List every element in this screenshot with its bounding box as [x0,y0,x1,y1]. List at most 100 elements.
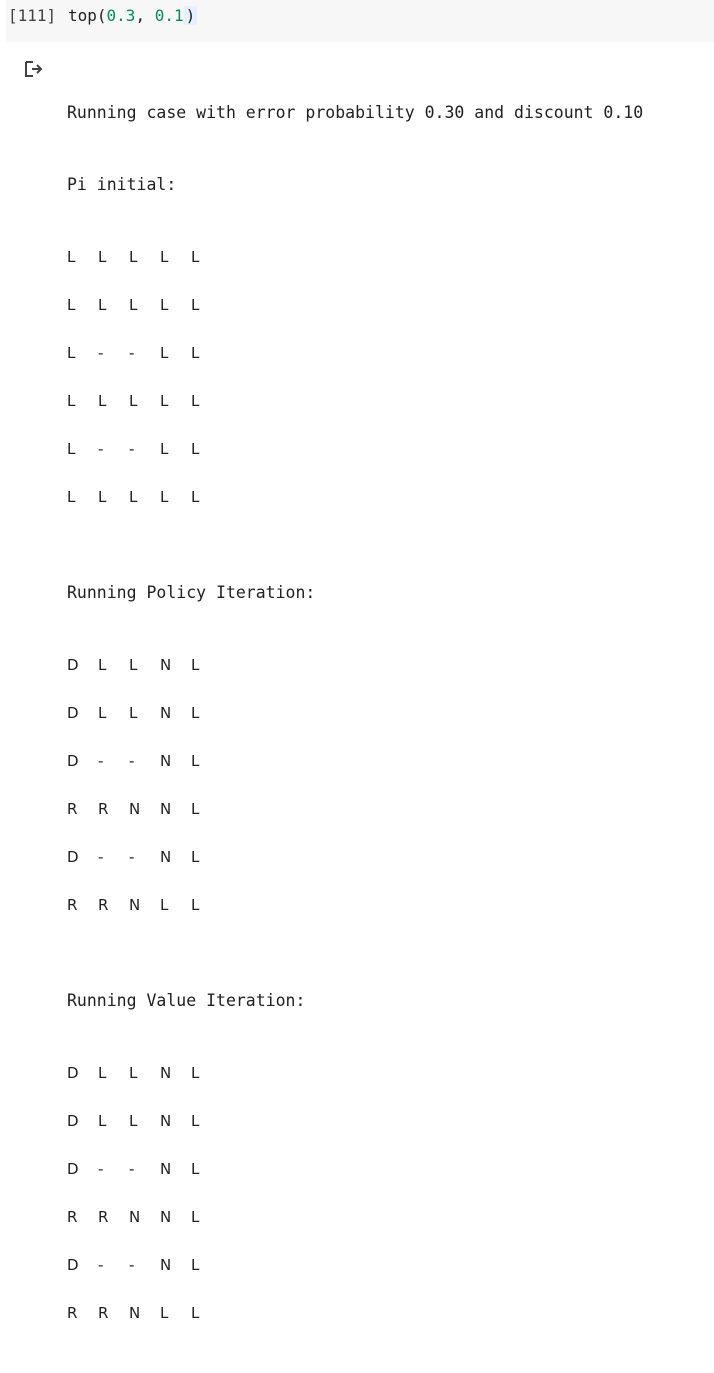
code-close-paren: ) [183,6,198,25]
grid-cell: L [191,1208,200,1226]
grid-cell: N [160,1256,172,1274]
grid-cell: L [160,440,169,458]
grid-cell: R [98,800,109,818]
grid-cell: L [191,704,200,722]
grid-cell: - [129,1160,135,1178]
grid-cell: - [129,344,135,362]
grid-cell: R [67,1208,78,1226]
code-editor-line[interactable]: top(0.3, 0.1) [68,6,198,26]
blank-line [67,317,643,341]
grid-cell: L [191,656,200,674]
output-redirect-icon[interactable] [24,60,44,78]
blank-line [67,269,643,293]
blank-line [67,725,643,749]
grid-cell: D [67,704,79,722]
grid-cell: L [191,392,200,410]
grid-cell: - [129,1256,135,1274]
grid-cell: L [129,1112,138,1130]
grid-cell: R [98,896,109,914]
grid-cell: L [160,344,169,362]
blank-line [67,509,643,533]
grid-cell: L [191,1112,200,1130]
grid-cell: L [191,896,200,914]
grid-cell: L [98,392,107,410]
blank-line [67,1133,643,1157]
policy-iteration-label: Running Policy Iteration: [67,583,316,602]
code-function: top( [68,6,107,25]
grid-cell: - [98,752,104,770]
grid-cell: - [98,440,104,458]
grid-cell: L [191,1160,200,1178]
grid-cell: L [67,344,76,362]
code-cell-input[interactable]: [111] top(0.3, 0.1) [6,0,714,42]
grid-cell: N [160,1064,172,1082]
blank-line [67,773,643,797]
cell-output: Running case with error probability 0.30… [67,53,643,1373]
grid-cell: D [67,1064,79,1082]
grid-cell: - [129,752,135,770]
grid-cell: L [160,1304,169,1322]
grid-cell: D [67,656,79,674]
grid-cell: L [67,440,76,458]
grid-cell: N [129,896,141,914]
blank-line [67,1181,643,1205]
code-arg-discount: 0.1 [154,6,184,25]
grid-cell: N [129,1208,141,1226]
grid-cell: - [98,848,104,866]
grid-cell: L [191,1064,200,1082]
grid-cell: L [191,1256,200,1274]
grid-cell: L [98,1112,107,1130]
grid-cell: N [160,800,172,818]
grid-cell: D [67,1160,79,1178]
grid-cell: R [67,1304,78,1322]
grid-cell: N [129,800,141,818]
grid-cell: L [67,296,76,314]
grid-cell: D [67,1256,79,1274]
grid-cell: D [67,752,79,770]
grid-cell: N [160,1208,172,1226]
grid-cell: L [191,1304,200,1322]
grid-cell: L [98,656,107,674]
blank-line [67,413,643,437]
grid-cell: L [129,488,138,506]
blank-line [67,1277,643,1301]
grid-cell: N [160,752,172,770]
grid-cell: L [191,848,200,866]
grid-cell: L [160,248,169,266]
blank-line [67,677,643,701]
grid-cell: R [98,1304,109,1322]
grid-cell: - [98,1256,104,1274]
grid-cell: N [129,1304,141,1322]
grid-cell: L [160,296,169,314]
blank-line [67,1325,643,1349]
grid-cell: - [98,344,104,362]
grid-cell: L [160,488,169,506]
grid-cell: - [98,1160,104,1178]
grid-cell: L [129,1064,138,1082]
execution-count: [111] [8,6,57,25]
code-arg-error-probability: 0.3 [106,6,136,25]
grid-cell: L [67,392,76,410]
grid-cell: L [98,488,107,506]
grid-cell: L [191,248,200,266]
grid-cell: L [98,704,107,722]
grid-cell: R [67,800,78,818]
value-iteration-label: Running Value Iteration: [67,991,306,1010]
grid-cell: N [160,848,172,866]
blank-line [67,869,643,893]
blank-line [67,365,643,389]
